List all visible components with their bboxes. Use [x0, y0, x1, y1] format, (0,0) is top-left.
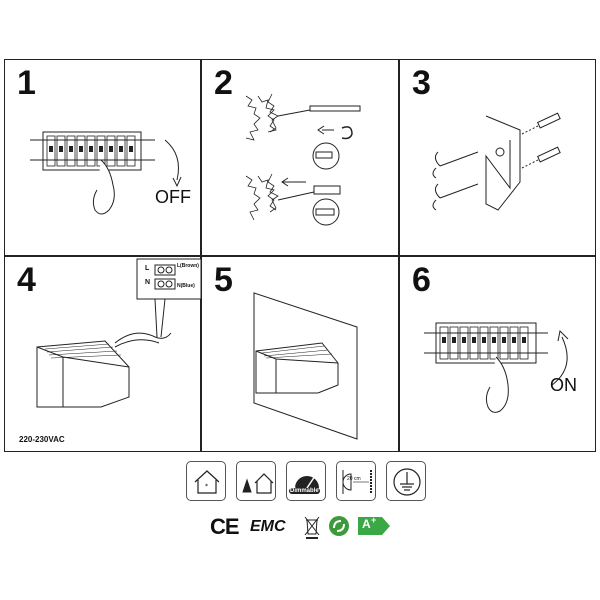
step-number-6: 6	[412, 261, 431, 299]
feature-icons-row: * Dimmable 20 cm	[186, 461, 426, 503]
step-panel-5: 5	[201, 256, 399, 452]
step-number-3: 3	[412, 64, 431, 102]
breaker-off-illustration	[30, 131, 182, 215]
step-number-1: 1	[17, 64, 36, 102]
mounting-bracket-illustration	[432, 112, 561, 211]
certification-marks: CE EMC A +	[210, 514, 400, 544]
dimmable-icon: Dimmable	[286, 461, 326, 501]
step-number-4: 4	[17, 261, 36, 299]
recycle-icon	[328, 515, 350, 542]
wire-label-n-blue: N(Blue)	[177, 283, 195, 289]
outdoor-tree-house-icon	[236, 461, 276, 501]
step-1-caption: OFF	[155, 187, 191, 207]
mounted-fixture-illustration	[253, 292, 358, 440]
step-6-caption: ON	[550, 375, 577, 395]
indoor-house-icon: *	[186, 461, 226, 501]
energy-label-badge: A +	[358, 515, 390, 540]
energy-class-plus: +	[371, 515, 377, 525]
svg-text:*: *	[205, 483, 208, 490]
step-panel-1: 1 OFF	[4, 59, 201, 256]
ground-icon	[386, 461, 426, 501]
energy-class: A	[362, 517, 371, 531]
terminal-label-l: L	[145, 265, 150, 272]
drill-wall-illustration	[245, 93, 361, 226]
dimmable-label: Dimmable	[289, 488, 320, 494]
terminal-label-n: N	[145, 279, 151, 286]
breaker-on-illustration	[424, 322, 569, 413]
ce-mark: CE	[210, 514, 240, 539]
step-panel-6: 6 ON	[399, 256, 596, 452]
step-panel-4: 4 L(Brown) N(Blue) L N 220-230VAC	[4, 256, 202, 452]
weee-bin-icon	[302, 514, 322, 545]
step-panel-3: 3	[399, 59, 596, 256]
wire-label-l-brown: L(Brown)	[177, 263, 199, 269]
step-number-5: 5	[214, 261, 233, 299]
instruction-grid: 1 OFF 2	[4, 59, 596, 452]
distance-label: 20 cm	[347, 476, 361, 482]
distance-icon: 20 cm	[336, 461, 376, 501]
wiring-illustration	[36, 258, 202, 408]
step-number-2: 2	[214, 64, 233, 102]
emc-mark: EMC	[250, 518, 286, 535]
step-panel-2: 2	[201, 59, 399, 256]
voltage-caption: 220-230VAC	[19, 435, 65, 444]
